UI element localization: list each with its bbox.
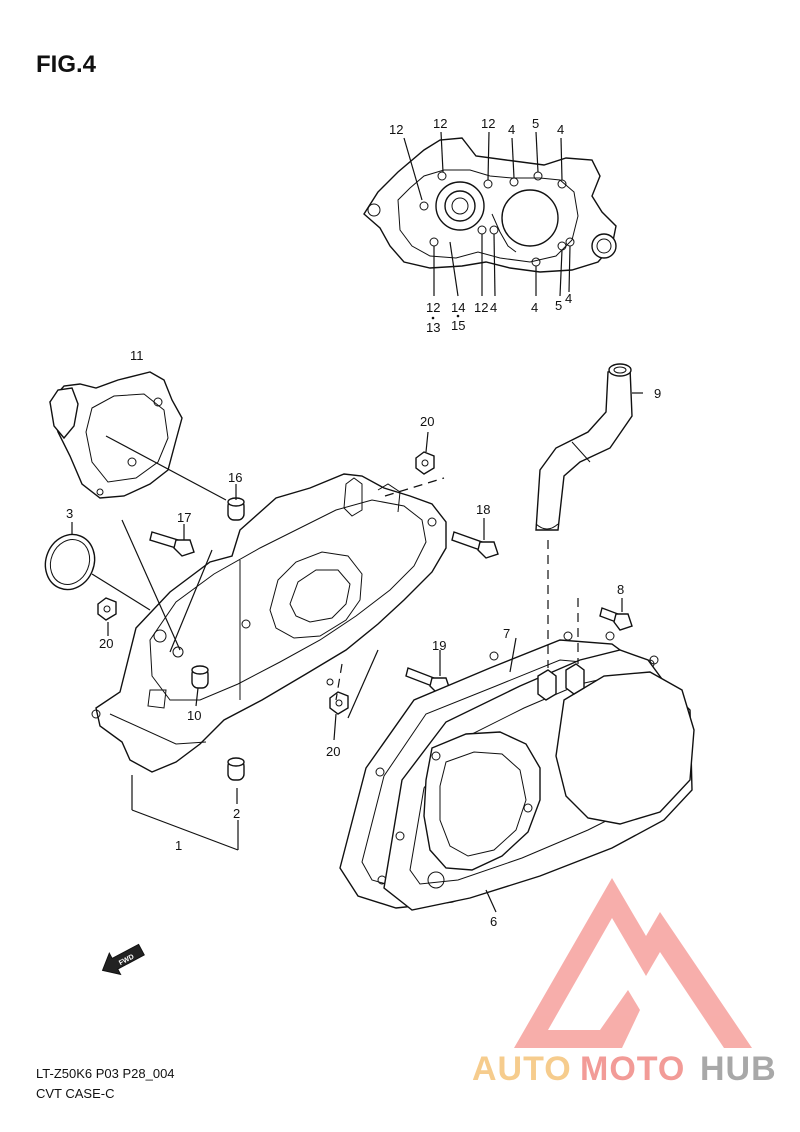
part-7-cvt-cover [383,631,695,911]
callout-12: 12 [474,300,488,315]
diagram-code: LT-Z50K6 P03 P28_004 [36,1066,175,1081]
callout-11: 11 [130,348,144,363]
callout-14: 14 [451,300,465,315]
figure-title: FIG.4 [36,51,97,78]
part-18-bolt [451,531,499,559]
watermark-word-moto: MOTO [580,1050,685,1088]
callout-20: 20 [99,636,113,651]
callout-dot [431,316,435,320]
callout-20: 20 [326,744,340,759]
main-leader-lines [71,392,643,913]
callout-9: 9 [654,386,661,401]
inset-callouts: 12 12 12 4 5 4 12 13 14 15 12 4 4 5 4 [389,116,572,335]
fwd-arrow-icon: FWD [101,943,145,976]
diagram-name: CVT CASE-C [36,1086,115,1101]
callout-12: 12 [426,300,440,315]
callout-dot [456,314,460,318]
part-11-outlet-duct [49,371,183,499]
callout-12: 12 [433,116,447,131]
part-1-cvt-case [91,473,447,773]
callout-18: 18 [476,502,490,517]
part-20-nut-lower [329,691,349,715]
callout-5: 5 [555,298,562,313]
callout-12: 12 [389,122,403,137]
main-callouts: 11 9 20 16 3 17 18 8 20 7 19 10 20 2 1 6 [66,348,661,929]
part-10-dowel-pin [191,665,209,689]
part-20-nut-upper [415,451,435,475]
dashed-alignment-lines [335,477,579,701]
callout-2: 2 [233,806,240,821]
part-20-nut-left [97,597,117,621]
callout-3: 3 [66,506,73,521]
callout-7: 7 [503,626,510,641]
part-9-breather-hose [535,363,633,531]
callout-8: 8 [617,582,624,597]
part-2-dowel-pin [227,757,245,781]
callout-20: 20 [420,414,434,429]
callout-13: 13 [426,320,440,335]
callout-4: 4 [557,122,564,137]
watermark-word-auto: AUTO [472,1050,572,1088]
callout-5: 5 [532,116,539,131]
part-8-bolt [599,607,633,631]
callout-10: 10 [187,708,201,723]
callout-15: 15 [451,318,465,333]
inset-crankcase-diagram [363,137,617,273]
callout-1: 1 [175,838,182,853]
watermark-word-hub: HUB [700,1050,777,1088]
part-17-bolt [149,531,195,557]
callout-12: 12 [481,116,495,131]
part-3-o-ring [44,533,96,591]
callout-4: 4 [531,300,538,315]
callout-4: 4 [490,300,497,315]
callout-17: 17 [177,510,191,525]
callout-6: 6 [490,914,497,929]
callout-19: 19 [432,638,446,653]
part-16-dowel-pin [227,497,245,521]
watermark-logo: AUTO MOTO HUB [472,878,777,1088]
callout-16: 16 [228,470,242,485]
callout-4: 4 [508,122,515,137]
callout-4: 4 [565,291,572,306]
inset-leader-lines [403,131,571,297]
